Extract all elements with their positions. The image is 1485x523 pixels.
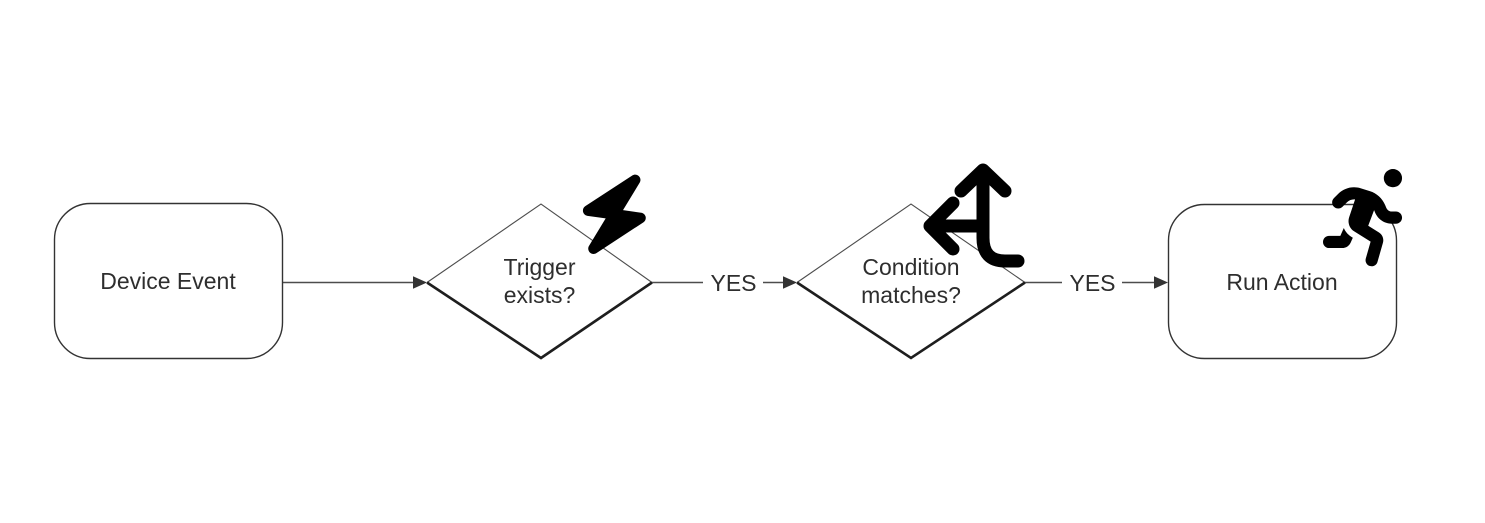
arrowhead-icon [783,276,797,289]
edge-condition-to-run-action [1025,276,1168,289]
directions-stem-path [976,168,1025,268]
node-device-event [53,202,284,360]
arrowhead-icon [413,276,427,289]
person-running-path [1323,169,1403,267]
arrowhead-icon [1154,276,1168,289]
node-trigger-exists [426,203,653,360]
directions-split-icon [923,163,1025,268]
person-running-icon [1323,169,1403,267]
device-event-shape [53,202,284,360]
directions-left-arrowhead [923,196,960,256]
lightning-bolt-icon [582,174,646,254]
condition-diamond-bottom-edges [796,281,1026,360]
edge-trigger-to-condition [652,276,797,289]
edge-device-event-to-trigger [283,276,427,289]
trigger-diamond-top-edges [426,203,653,283]
lightning-bolt-path [582,174,646,254]
directions-up-arrowhead [954,163,1012,198]
node-condition-matches [796,203,1026,360]
trigger-diamond-bottom-edges [426,281,653,360]
condition-diamond-fill [797,204,1025,358]
